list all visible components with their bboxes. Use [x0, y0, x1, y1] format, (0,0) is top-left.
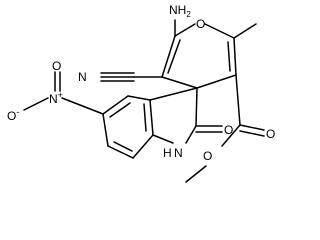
nitro-minus-charge: -	[16, 107, 19, 117]
ester-oxygen-label: O	[203, 149, 212, 163]
nitro-plus-charge: +	[58, 90, 63, 100]
bond-spiro-c2	[195, 87, 198, 127]
bond-c5-nitro-n	[61, 97, 104, 115]
bond-c3a-c7a	[149, 99, 154, 136]
bond-c5-ester-c	[235, 74, 241, 126]
nitro-oxygen-minus-label: O-	[7, 107, 19, 123]
bond-c5-c4	[196, 74, 237, 89]
bond-ester-c-o	[221, 124, 241, 147]
bond-n1-c7a	[152, 134, 174, 144]
bond-c4-c5	[102, 95, 129, 115]
bond-c6-methyl	[233, 23, 257, 39]
lactam-carbonyl-oxygen-label: O	[224, 123, 233, 137]
nitrile-nitrogen-label: N	[78, 70, 87, 84]
bonds	[23, 19, 265, 183]
lactam-nitrogen-label: N	[174, 146, 183, 160]
bond-o1-c6	[204, 23, 235, 39]
bond-c6-c5-double	[227, 41, 231, 72]
bond-c4-c3	[161, 76, 198, 89]
bond-c3a-c4	[127, 95, 151, 101]
bond-c6-c7-inner	[113, 141, 133, 152]
chemical-structure-diagram: NH2 O N O- N+ O O N H O O	[7, 3, 275, 183]
bond-nitro-n-o	[23, 97, 49, 111]
atom-labels: NH2 O N O- N+ O O N H O O	[7, 3, 275, 163]
bond-c3-c2-double	[167, 39, 181, 74]
bond-c2-n1	[185, 125, 197, 144]
ring-oxygen-label: O	[196, 17, 205, 31]
amine-label: NH2	[169, 3, 191, 19]
lactam-hydrogen-label: H	[163, 146, 172, 160]
nitro-oxygen-label: O	[52, 59, 61, 73]
ester-carbonyl-oxygen-label: O	[266, 127, 275, 141]
bond-c4-c5-inner	[109, 102, 131, 118]
bond-c6-c5	[233, 37, 237, 76]
bond-c2-o1	[174, 23, 196, 37]
bond-c3-c2	[161, 35, 176, 78]
bond-c7-c7a	[132, 134, 154, 159]
nitro-nitrogen-label: N+	[49, 90, 63, 106]
bond-ester-c-o-double-2	[239, 130, 265, 137]
bond-spiro-c3a	[149, 87, 198, 101]
bond-ester-o-methyl	[185, 165, 207, 183]
amine-subscript: 2	[186, 10, 191, 19]
bond-c3a-c7a-inner	[143, 103, 147, 132]
bond-ester-c-o-double	[239, 124, 265, 131]
bond-c6-c7	[107, 145, 134, 159]
bond-c5-c6	[102, 113, 109, 147]
